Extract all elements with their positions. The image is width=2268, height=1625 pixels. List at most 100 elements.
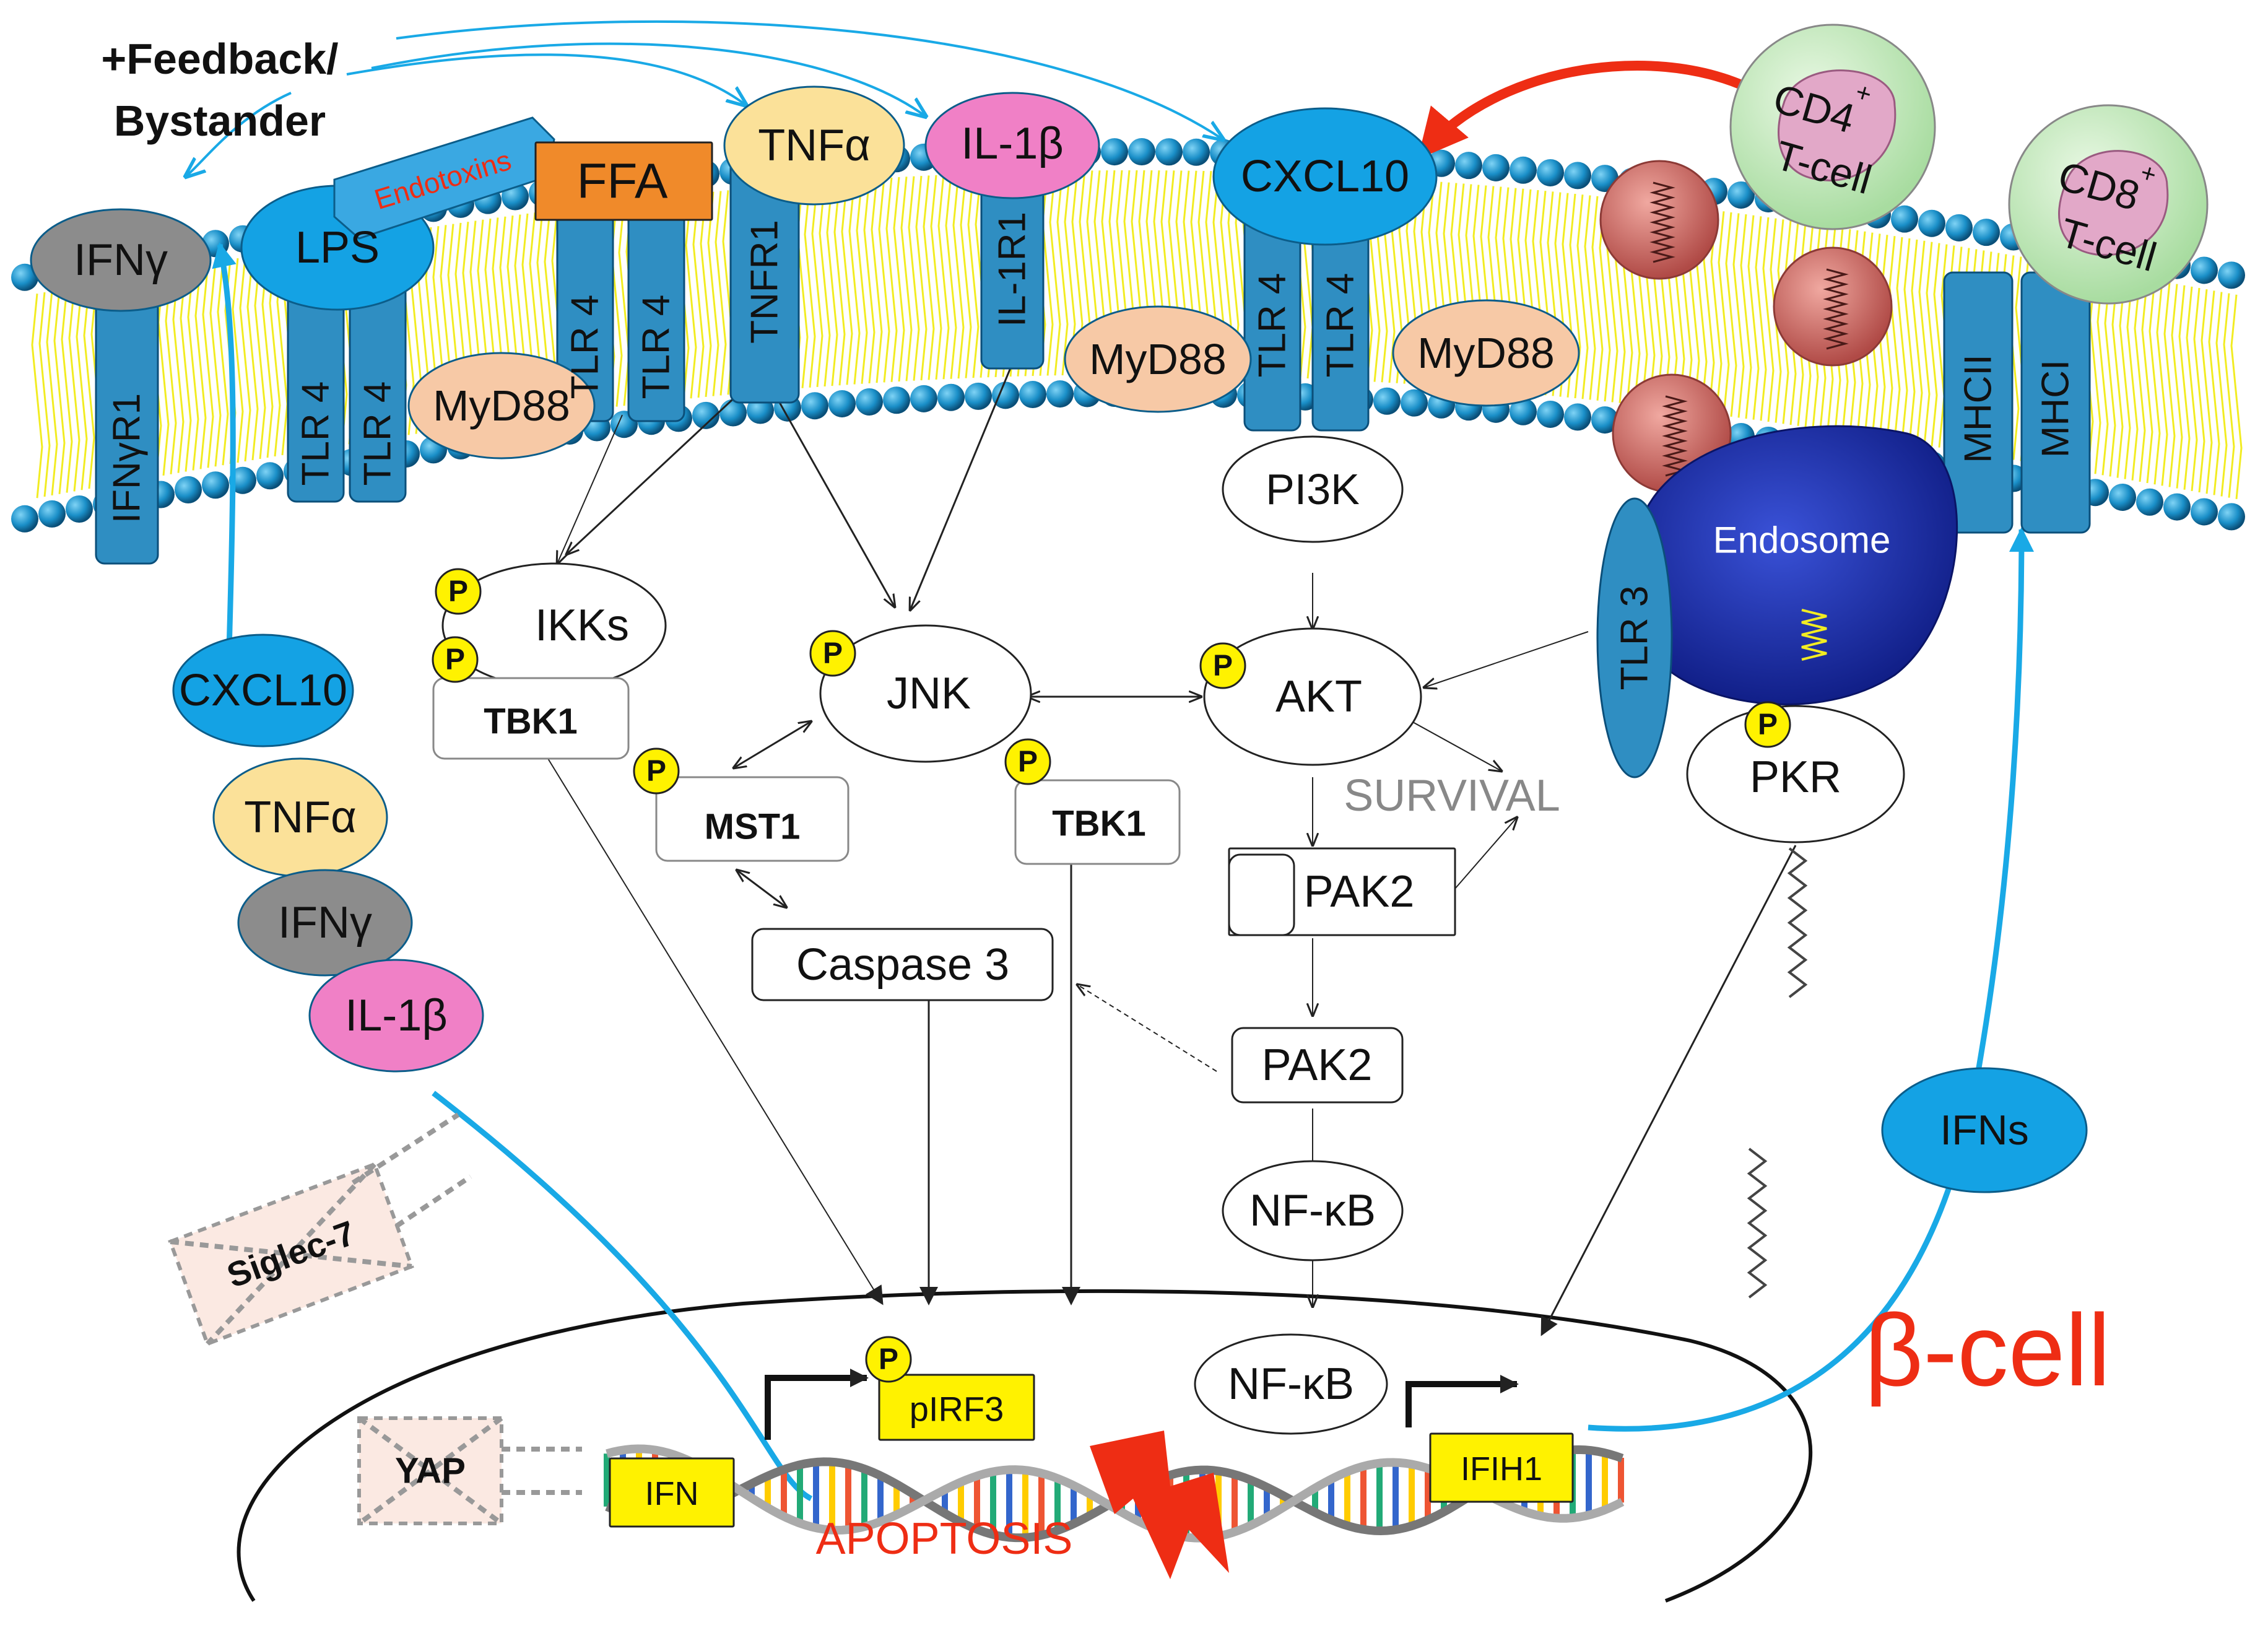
dsrna-icon-1 — [1787, 847, 1808, 998]
il1b-top-label: IL-1β — [961, 119, 1063, 168]
tlr4-label-5: TLR 4 — [1251, 273, 1294, 378]
il1b-top-bubble — [924, 92, 1100, 199]
il1b-left-bubble — [308, 959, 484, 1073]
mst1-label: MST1 — [705, 807, 801, 847]
virus-particle-2 — [1773, 246, 1893, 367]
ifng-left-label: IFNγ — [278, 898, 372, 948]
tnfa-left-label: TNFα — [244, 793, 357, 842]
phospho-pirf3-icon — [865, 1336, 912, 1383]
myd88-label-3: MyD88 — [1417, 329, 1555, 377]
tnfa-top-bubble — [723, 85, 905, 206]
phospho-pkr-label: P — [1758, 708, 1778, 741]
ffa-box — [534, 141, 713, 221]
ifn-secretion-arrow — [1588, 527, 2034, 1432]
ikks-label: IKKs — [535, 601, 629, 650]
tbk1-label-2: TBK1 — [1052, 804, 1145, 844]
akt-node — [1203, 627, 1422, 766]
siglec7-crossed-box — [168, 1112, 472, 1346]
ifih1-gene-box — [1429, 1432, 1574, 1503]
ifng-left-bubble — [237, 869, 413, 977]
tlr4-label-2: TLR 4 — [357, 381, 399, 486]
endosome-shape — [1633, 425, 1958, 705]
pi3k-label: PI3K — [1266, 465, 1360, 513]
pak2-label-2: PAK2 — [1262, 1040, 1373, 1090]
feedback-line1-label: +Feedback/ — [101, 35, 338, 83]
tlr4-label-4: TLR 4 — [635, 295, 678, 399]
phospho-akt-icon — [1199, 642, 1246, 689]
phospho-tbk1-label: P — [445, 643, 465, 676]
survival-label: SURVIVAL — [1344, 771, 1560, 821]
tlr4-label-1: TLR 4 — [295, 381, 337, 486]
cytokine-release-arrow — [212, 242, 237, 651]
phospho-tbk1b-label: P — [1018, 746, 1038, 778]
jnk-label: JNK — [887, 669, 971, 718]
tbk1-box-2 — [1014, 779, 1181, 865]
cd8-nucleus-icon — [2057, 150, 2169, 256]
phospho-mst1-icon — [633, 747, 680, 795]
phospho-pkr-icon — [1744, 701, 1791, 748]
myd88-label-1: MyD88 — [433, 381, 570, 430]
phospho-jnk-icon — [809, 630, 856, 677]
pirf3-label: pIRF3 — [910, 1390, 1004, 1429]
virus-particle-1 — [1599, 160, 1719, 280]
jnk-node — [819, 624, 1032, 763]
tnfa-top-label: TNFα — [758, 121, 871, 170]
feedback-line2-label: Bystander — [114, 97, 326, 145]
pirf3-gene-box — [878, 1374, 1035, 1441]
il1b-left-label: IL-1β — [345, 991, 447, 1040]
endosome-label: Endosome — [1713, 520, 1891, 561]
lps-label: LPS — [295, 223, 380, 272]
nfkb-cyto-node — [1222, 1160, 1404, 1261]
nfkb-label-1: NF-κB — [1249, 1186, 1376, 1235]
caspase3-label: Caspase 3 — [796, 940, 1009, 990]
myd88-bubble-2 — [1064, 305, 1252, 413]
mhcii-label: MHCII — [1957, 354, 2000, 463]
pak2-label-1: PAK2 — [1304, 867, 1415, 917]
phospho-akt-label: P — [1213, 650, 1233, 682]
pak2-bracket — [1228, 853, 1295, 936]
tbk1-label-1: TBK1 — [484, 702, 577, 742]
tlr4-label-6: TLR 4 — [1319, 273, 1362, 378]
ifn-label: IFN — [645, 1475, 699, 1512]
pi3k-node — [1222, 435, 1404, 543]
phospho-ikks-label: P — [448, 575, 468, 608]
phospho-ikks-icon — [435, 568, 482, 615]
ifns-bubble — [1881, 1067, 2088, 1193]
feedback-arrows — [186, 20, 1223, 176]
apoptosis-label: APOPTOSIS — [816, 1514, 1073, 1564]
mst1-box — [655, 776, 849, 862]
viral-rna-icon — [1801, 609, 1827, 661]
tlr3-receptor — [1596, 497, 1673, 778]
phospho-pirf3-label: P — [879, 1343, 898, 1376]
ifns-label: IFNs — [1940, 1107, 2029, 1154]
pkr-node — [1686, 705, 1905, 843]
ifih1-transcription-arrow — [1406, 1375, 1519, 1427]
nfkb-label-2: NF-κB — [1228, 1359, 1354, 1409]
dsrna-icon-2 — [1747, 1148, 1768, 1299]
pak2-box-2 — [1231, 1027, 1404, 1104]
ifn-gene-box — [609, 1457, 735, 1528]
ifng-top-bubble — [30, 208, 212, 312]
ifih1-label: IFIH1 — [1461, 1450, 1542, 1488]
akt-label: AKT — [1275, 672, 1362, 721]
myd88-label-2: MyD88 — [1089, 335, 1227, 383]
phospho-jnk-label: P — [823, 637, 843, 670]
cytokine-secretion-arrow — [432, 1091, 813, 1502]
cxcl10-top-bubble — [1212, 107, 1438, 246]
cxcl10-top-label: CXCL10 — [1241, 152, 1409, 201]
cxcl10-left-bubble — [172, 634, 354, 747]
cd4-nucleus-icon — [1778, 69, 1897, 181]
caspase3-box — [751, 928, 1054, 1001]
mhci-label: MHCI — [2035, 360, 2077, 458]
phospho-tbk1-1-icon — [432, 636, 479, 683]
myd88-bubble-3 — [1392, 299, 1580, 407]
nfkb-nuclear-node — [1194, 1333, 1388, 1435]
signaling-arrows — [547, 355, 1797, 1336]
ffa-label: FFA — [577, 154, 668, 209]
beta-cell-label: β-cell — [1864, 1293, 2110, 1407]
mhcii-receptor — [1943, 271, 2014, 534]
yap-crossed-box — [357, 1416, 582, 1526]
ifngr1-label: IFNγR1 — [106, 393, 149, 523]
il1r1-label: IL-1R1 — [991, 212, 1034, 327]
